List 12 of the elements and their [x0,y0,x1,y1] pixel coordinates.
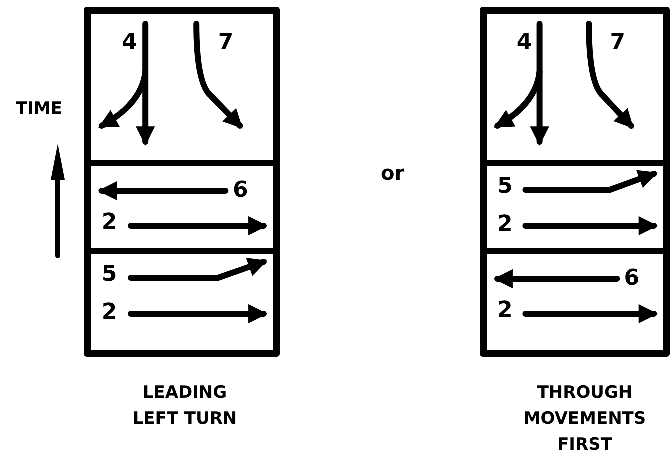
separator-word: or [381,163,405,183]
phasing-caption: LEADING LEFT TURN [132,382,238,431]
phase-box [91,14,273,160]
signal-phase-frame [480,7,670,357]
phase-box [91,166,273,248]
phase-box [487,14,663,160]
phase-box [91,254,273,350]
phase-box [487,254,663,350]
phasing-caption: THROUGH MOVEMENTS FIRST [522,382,648,457]
axis-label: TIME [16,101,62,118]
phase-box [487,166,663,248]
signal-phase-frame [84,7,280,357]
